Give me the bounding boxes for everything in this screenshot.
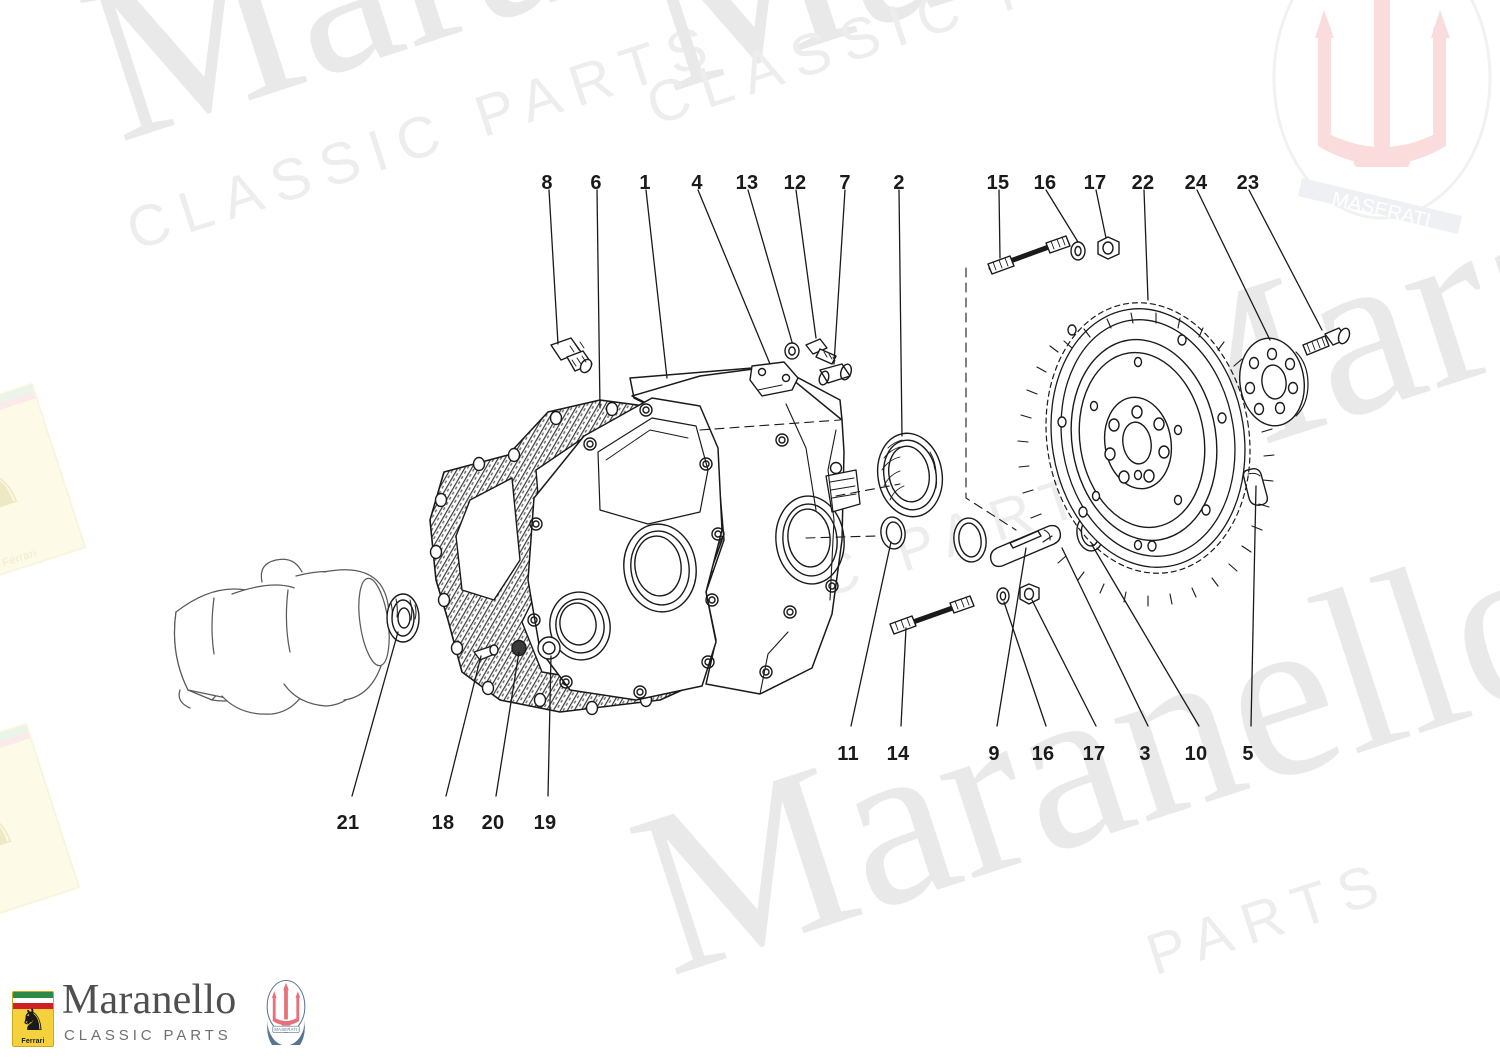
callout-17-bottom[interactable]: 17	[1082, 743, 1106, 765]
callout-20[interactable]: 20	[481, 812, 505, 834]
seal-ring-11	[880, 516, 906, 550]
stud-washer-nut-upper	[987, 235, 1120, 275]
construction-lines	[699, 267, 1017, 539]
callout-16-bottom[interactable]: 16	[1031, 743, 1055, 765]
callout-18[interactable]: 18	[431, 812, 455, 834]
maserati-logo: MASERATI	[266, 979, 306, 1045]
callout-21[interactable]: 21	[336, 812, 360, 834]
callout-19[interactable]: 19	[533, 812, 557, 834]
brand-wordmark: Maranello	[62, 977, 237, 1023]
ferrari-logo: ♞ Ferrari	[12, 991, 54, 1047]
flywheel-flange-24	[1239, 337, 1309, 427]
callout-6[interactable]: 6	[590, 172, 602, 194]
callout-1[interactable]: 1	[639, 172, 651, 194]
flywheel-22	[1017, 302, 1275, 607]
ferrari-logo-text: Ferrari	[21, 1038, 45, 1045]
pilot-bearing-21	[386, 593, 420, 643]
callout-11[interactable]: 11	[837, 743, 859, 765]
callout-24[interactable]: 24	[1184, 172, 1208, 194]
callout-10[interactable]: 10	[1184, 743, 1208, 765]
callout-4[interactable]: 4	[691, 172, 703, 194]
spacer-ring-3	[953, 517, 987, 563]
callout-5[interactable]: 5	[1242, 743, 1254, 765]
small-hardware-group-top	[749, 338, 853, 397]
callout-15[interactable]: 15	[986, 172, 1010, 194]
leader-lines	[351, 189, 1323, 797]
callout-23[interactable]: 23	[1236, 172, 1260, 194]
callout-8[interactable]: 8	[541, 172, 553, 194]
callout-9[interactable]: 9	[988, 743, 1000, 765]
stud-washer-nut-lower	[889, 583, 1040, 635]
svg-text:MASERATI: MASERATI	[274, 1027, 297, 1032]
callout-13[interactable]: 13	[735, 172, 759, 194]
locating-pin-9	[989, 524, 1062, 568]
callout-22[interactable]: 22	[1131, 172, 1155, 194]
prancing-horse-icon: ♞	[19, 1003, 47, 1039]
callout-16-top[interactable]: 16	[1033, 172, 1057, 194]
callout-17-top[interactable]: 17	[1083, 172, 1107, 194]
brand-tagline: CLASSIC PARTS	[64, 1027, 232, 1044]
callout-7[interactable]: 7	[839, 172, 851, 194]
callout-3[interactable]: 3	[1139, 743, 1151, 765]
callout-14[interactable]: 14	[886, 743, 910, 765]
callout-2[interactable]: 2	[893, 172, 905, 194]
crankshaft	[173, 558, 390, 715]
flywheel-bolt-23	[1302, 327, 1351, 356]
footer-branding: ♞ Ferrari Maranello CLASSIC PARTS MASERA…	[0, 965, 1500, 1061]
crank-oil-seal-2	[876, 432, 944, 518]
callout-12[interactable]: 12	[783, 172, 807, 194]
